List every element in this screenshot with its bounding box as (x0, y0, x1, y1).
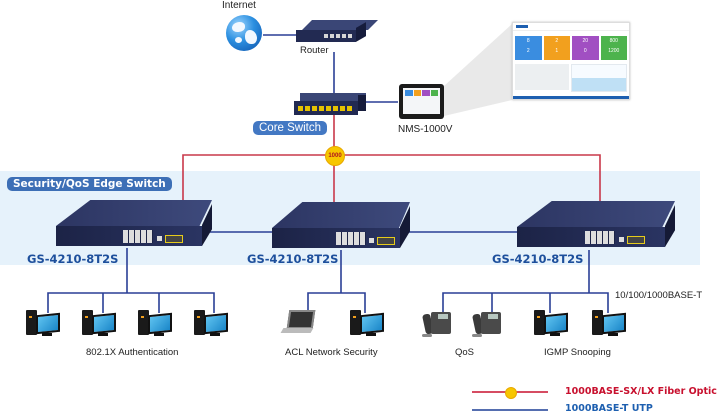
ip-phone-icon (420, 308, 460, 338)
globe-icon (226, 15, 262, 51)
fiber-speed-badge: 1000 (325, 146, 345, 166)
ip-phone-icon (470, 308, 510, 338)
core-switch-device (294, 93, 366, 115)
edge-switch-1-model: GS-4210-8T2S (27, 252, 119, 266)
group-label-igmp: IGMP Snooping (544, 347, 611, 358)
fiber-to-sw1 (182, 154, 601, 201)
edge-switch-1 (56, 200, 212, 248)
legend-fiber-label: 1000BASE-SX/LX Fiber Optic (565, 386, 717, 397)
pc-icon (530, 308, 570, 338)
group-label-acl: ACL Network Security (285, 347, 378, 358)
legend-fiber-badge-icon (505, 387, 517, 399)
group-label-qos: QoS (455, 347, 475, 358)
edge-switch-3-model: GS-4210-8T2S (492, 252, 584, 266)
bus-qos-igmp (442, 292, 609, 313)
pc-icon (588, 308, 628, 338)
pc-icon (190, 308, 230, 338)
bus-acl (307, 292, 366, 313)
edge-switch-2-model: GS-4210-8T2S (247, 252, 339, 266)
zoom-projection (444, 24, 512, 116)
nms-tablet (399, 84, 444, 119)
connection-lines (47, 34, 609, 411)
nms-label: NMS-1000V (398, 124, 453, 135)
edge-switch-2 (272, 202, 410, 250)
pc-icon (78, 308, 118, 338)
internet-label: Internet (222, 0, 256, 11)
bus-802-1x (47, 292, 215, 313)
edge-switch-3 (517, 201, 675, 249)
pc-icon (346, 308, 386, 338)
pc-icon (134, 308, 174, 338)
pc-icon (22, 308, 62, 338)
laptop-icon (280, 308, 320, 338)
router-device (296, 20, 378, 42)
core-switch-label: Core Switch (253, 121, 327, 135)
group-label-802-1x: 802.1X Authentication (86, 347, 179, 358)
legend-utp-label: 1000BASE-T UTP (565, 403, 653, 414)
port-speed-label: 10/100/1000BASE-T (615, 290, 703, 301)
edge-group-label: Security/QoS Edge Switch (7, 177, 172, 191)
router-label: Router (300, 45, 329, 56)
